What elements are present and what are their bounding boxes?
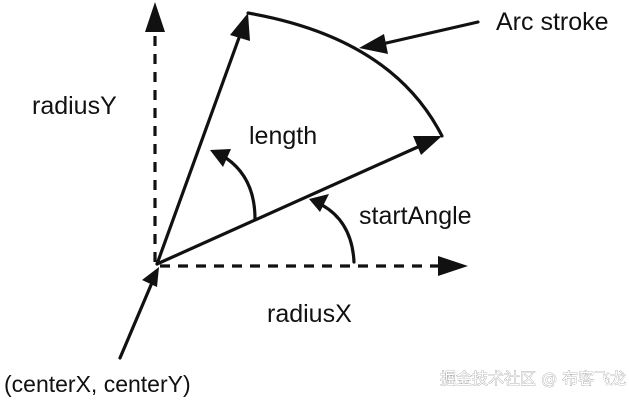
radius-y-label: radiusY: [32, 92, 117, 120]
radius-x-label: radiusX: [267, 300, 352, 328]
arc-stroke-callout-arrowhead: [359, 34, 388, 54]
center-label: (centerX, centerY): [4, 371, 191, 397]
length-label: length: [249, 122, 317, 150]
end-radius-arrowhead: [230, 13, 250, 41]
arc-stroke-label: Arc stroke: [496, 8, 609, 36]
start-radius-arrowhead: [413, 136, 442, 155]
length-sweep: [224, 156, 257, 221]
arc-stroke-callout-line: [380, 20, 480, 46]
radius-x-arrowhead: [438, 256, 468, 276]
length-sweep-arrowhead: [210, 149, 231, 167]
watermark-text: 掘金技术社区 @ 布客飞龙: [440, 369, 626, 388]
start-radius-line: [155, 144, 422, 266]
center-pointer-arrowhead: [142, 267, 159, 287]
end-radius-line: [155, 33, 242, 266]
center-pointer-line: [118, 283, 153, 360]
start-angle-label: startAngle: [359, 202, 472, 230]
radius-y-arrowhead: [145, 2, 165, 32]
start-angle-sweep: [320, 203, 356, 264]
arc-stroke-path: [246, 11, 444, 138]
start-angle-sweep-arrowhead: [309, 194, 329, 212]
